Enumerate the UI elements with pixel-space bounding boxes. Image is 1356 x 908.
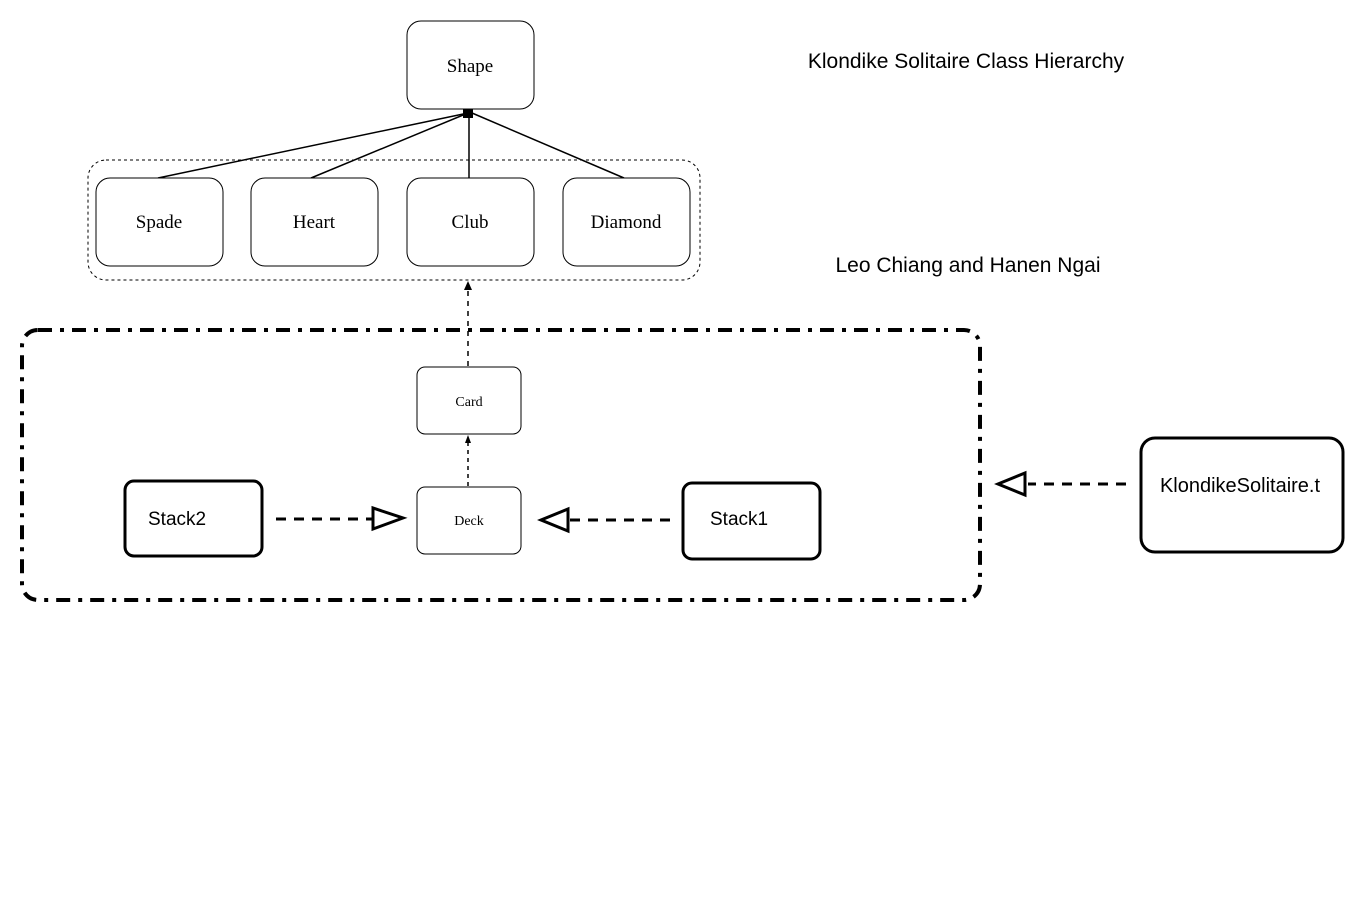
node-diamond-label: Diamond [591, 212, 662, 233]
node-shape-box [406, 20, 535, 110]
edge-stack2-deck-arrowhead [371, 505, 408, 532]
node-club[interactable]: Club [406, 177, 535, 267]
node-stack1-box [681, 481, 822, 561]
edge-deck-card-arrowhead [465, 435, 471, 443]
node-klondike[interactable]: KlondikeSolitaire.t [1139, 436, 1345, 554]
node-diamond[interactable]: Diamond [562, 177, 691, 267]
shape-junction-marker [463, 109, 473, 118]
node-spade[interactable]: Spade [95, 177, 224, 267]
suits-group-frame [87, 159, 701, 281]
node-klondike-box [1139, 436, 1345, 554]
diagram-title: Klondike Solitaire Class Hierarchy [808, 50, 1125, 73]
edge-heart-shape [310, 112, 469, 179]
node-stack1[interactable]: Stack1 [681, 481, 822, 561]
edge-diamond-shape [471, 112, 625, 179]
node-deck[interactable]: Deck [416, 486, 522, 555]
edge-card-suits-arrowhead [464, 281, 472, 290]
node-stack2-label: Stack2 [148, 509, 206, 530]
node-heart-label: Heart [293, 212, 336, 233]
node-stack1-label: Stack1 [710, 509, 768, 530]
node-club-box [406, 177, 535, 267]
node-diamond-box [562, 177, 691, 267]
node-club-label: Club [452, 212, 489, 233]
node-deck-label: Deck [454, 514, 484, 529]
edge-klondike-package-arrowhead [994, 470, 1027, 498]
diagram-authors: Leo Chiang and Hanen Ngai [835, 254, 1100, 277]
node-heart-box [250, 177, 379, 267]
node-shape[interactable]: Shape [406, 20, 535, 110]
edge-spade-shape [157, 112, 469, 179]
node-stack2[interactable]: Stack2 [123, 479, 264, 558]
node-card-box [416, 366, 522, 435]
node-heart[interactable]: Heart [250, 177, 379, 267]
node-card[interactable]: Card [416, 366, 522, 435]
node-klondike-label: KlondikeSolitaire.t [1160, 475, 1321, 497]
game-package-frame [20, 328, 982, 602]
node-spade-box [95, 177, 224, 267]
node-deck-box [416, 486, 522, 555]
node-card-label: Card [455, 395, 482, 410]
node-spade-label: Spade [136, 212, 182, 233]
edge-stack1-deck-arrowhead [537, 506, 570, 534]
node-shape-label: Shape [447, 56, 493, 77]
node-stack2-box [123, 479, 264, 558]
